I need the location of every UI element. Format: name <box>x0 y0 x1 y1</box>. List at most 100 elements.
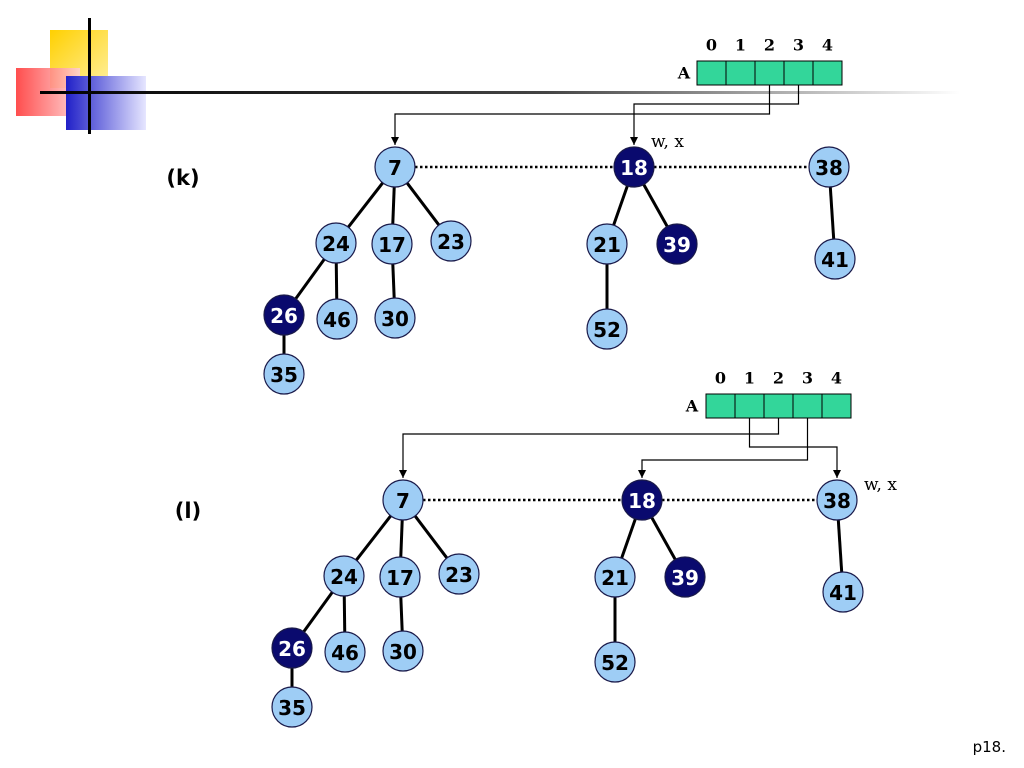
heap-node: 39 <box>656 223 698 265</box>
node-circle <box>382 479 424 521</box>
tree-edge <box>391 186 396 225</box>
heap-node: 18 <box>621 479 663 521</box>
node-key: 30 <box>381 307 409 331</box>
node-key: 35 <box>270 363 298 387</box>
node-key: 39 <box>663 233 691 257</box>
tree-edge <box>347 181 384 229</box>
node-circle <box>379 556 421 598</box>
node-key: 52 <box>593 318 621 342</box>
array-pointer <box>402 418 780 478</box>
arrow-head <box>391 137 399 145</box>
heap-node: 23 <box>430 220 472 262</box>
node-key: 7 <box>396 489 410 513</box>
heap-node: 35 <box>271 686 313 728</box>
node-key: 41 <box>821 248 849 272</box>
heap-node: 7 <box>374 146 416 188</box>
tree-edge <box>620 518 637 559</box>
array-index: 0 <box>715 369 726 388</box>
heap-node: 21 <box>594 556 636 598</box>
node-key: 26 <box>278 637 306 661</box>
tree-edge <box>399 519 404 558</box>
arrow-head <box>638 470 646 478</box>
arrow-head <box>399 470 407 478</box>
heap-node: 38 <box>808 146 850 188</box>
heap-node: 24 <box>315 222 357 264</box>
array-cell <box>821 393 852 419</box>
array-label: A <box>685 397 699 416</box>
array-cell <box>725 60 756 86</box>
node-key: 21 <box>601 566 629 590</box>
node-circle <box>814 238 856 280</box>
node-key: 23 <box>445 563 473 587</box>
array-pointer <box>633 85 800 145</box>
node-key: 18 <box>628 489 656 513</box>
node-circle <box>816 479 858 521</box>
array-index: 2 <box>773 369 784 388</box>
array-pointer <box>394 85 771 145</box>
node-circle <box>315 222 357 264</box>
heap-node: 26 <box>271 627 313 669</box>
array-index: 3 <box>793 36 804 55</box>
node-key: 18 <box>620 156 648 180</box>
array-index: 4 <box>822 36 833 55</box>
node-circle <box>324 631 366 673</box>
node-key: 17 <box>378 233 406 257</box>
heap-node: 41 <box>814 238 856 280</box>
node-circle <box>323 555 365 597</box>
node-circle <box>586 223 628 265</box>
node-key: 7 <box>388 156 402 180</box>
heap-node: 24 <box>323 555 365 597</box>
node-circle <box>316 298 358 340</box>
panel-label: (k) <box>166 166 199 190</box>
heap-node: 18 <box>613 146 655 188</box>
pointer-label: w, x <box>864 475 897 495</box>
node-key: 38 <box>823 489 851 513</box>
heap-node: 38 <box>816 479 858 521</box>
array-index: 0 <box>706 36 717 55</box>
node-circle <box>263 294 305 336</box>
node-circle <box>808 146 850 188</box>
array-cell <box>754 60 785 86</box>
node-circle <box>430 220 472 262</box>
array-cell <box>783 60 814 86</box>
heap-node: 46 <box>324 631 366 673</box>
tree-edge <box>612 185 629 226</box>
array-cell <box>812 60 843 86</box>
node-circle <box>586 308 628 350</box>
node-key: 52 <box>601 651 629 675</box>
array-cell <box>705 393 736 419</box>
node-key: 23 <box>437 230 465 254</box>
tree-edge <box>391 263 396 299</box>
array-pointer <box>748 418 838 478</box>
array-label: A <box>677 64 691 83</box>
array-cell <box>734 393 765 419</box>
node-circle <box>822 571 864 613</box>
array-index: 1 <box>735 36 746 55</box>
node-key: 35 <box>278 696 306 720</box>
array-pointer <box>641 418 809 478</box>
page-number: p18. <box>972 738 1006 756</box>
node-key: 39 <box>671 566 699 590</box>
heap-node: 26 <box>263 294 305 336</box>
array-index: 4 <box>831 369 842 388</box>
node-key: 26 <box>270 304 298 328</box>
pointer-label: w, x <box>651 132 684 152</box>
heap-node: 35 <box>263 353 305 395</box>
array-cell <box>792 393 823 419</box>
node-circle <box>594 641 636 683</box>
heap-node: 17 <box>379 556 421 598</box>
arrow-head <box>833 470 841 478</box>
node-key: 21 <box>593 233 621 257</box>
deco-vertical-line <box>88 18 91 134</box>
node-circle <box>438 553 480 595</box>
array-index: 3 <box>802 369 813 388</box>
node-key: 41 <box>829 581 857 605</box>
tree-edge <box>413 515 449 559</box>
node-circle <box>594 556 636 598</box>
tree-edge <box>399 596 404 632</box>
node-circle <box>371 223 413 265</box>
node-circle <box>664 556 706 598</box>
heap-node: 30 <box>374 297 416 339</box>
deco-horizontal-rule <box>40 91 960 94</box>
